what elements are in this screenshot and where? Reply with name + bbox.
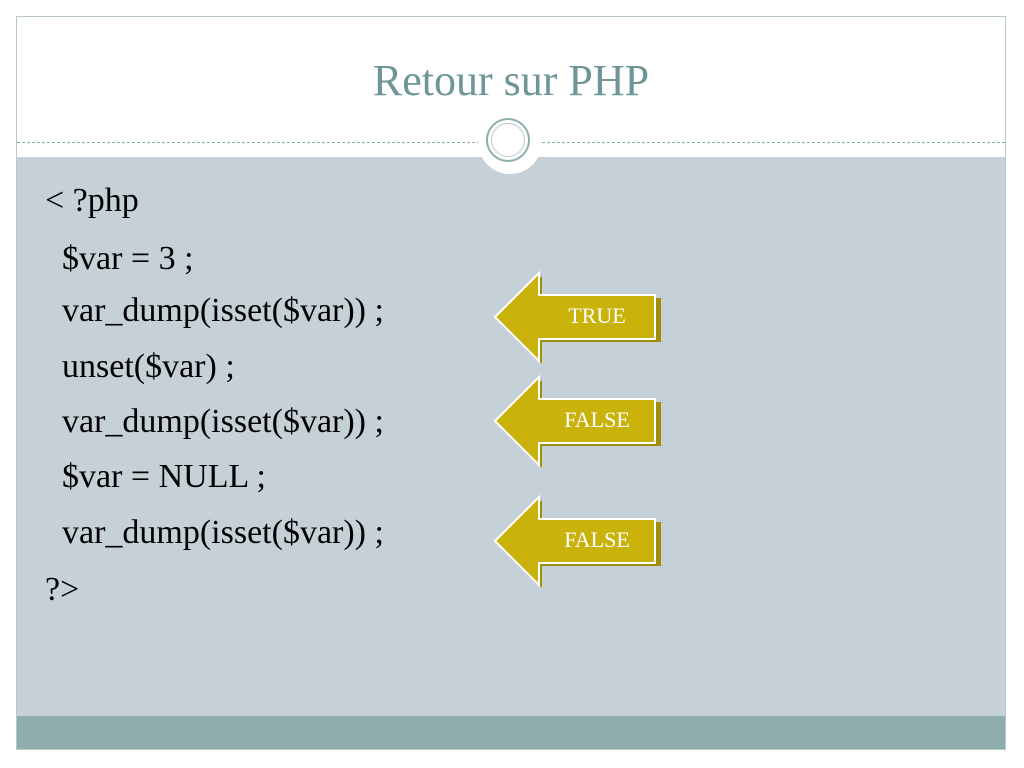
slide-title: Retour sur PHP bbox=[372, 56, 650, 105]
code-line-6: $var = NULL ; bbox=[45, 458, 266, 495]
code-line-2: $var = 3 ; bbox=[45, 240, 194, 277]
code-line-8: ?> bbox=[45, 571, 80, 608]
callout-arrow-true: TRUE bbox=[493, 270, 661, 364]
callout-label: FALSE bbox=[564, 527, 630, 552]
left-arrow-icon bbox=[493, 270, 661, 364]
left-arrow-icon bbox=[493, 494, 661, 588]
callout-label: TRUE bbox=[568, 303, 626, 328]
code-line-7: var_dump(isset($var)) ; bbox=[45, 514, 384, 551]
code-line-1: < ?php bbox=[45, 182, 139, 219]
ring-icon bbox=[486, 118, 530, 162]
code-line-4: unset($var) ; bbox=[45, 348, 235, 385]
left-arrow-icon bbox=[493, 374, 661, 468]
slide: Retour sur PHP < ?php $var = 3 ; var_dum… bbox=[16, 16, 1006, 750]
code-line-3: var_dump(isset($var)) ; bbox=[45, 292, 384, 329]
callout-arrow-false-1: FALSE bbox=[493, 374, 661, 468]
callout-label: FALSE bbox=[564, 407, 630, 432]
footer-band bbox=[17, 716, 1005, 749]
callout-arrow-false-2: FALSE bbox=[493, 494, 661, 588]
code-line-5: var_dump(isset($var)) ; bbox=[45, 403, 384, 440]
